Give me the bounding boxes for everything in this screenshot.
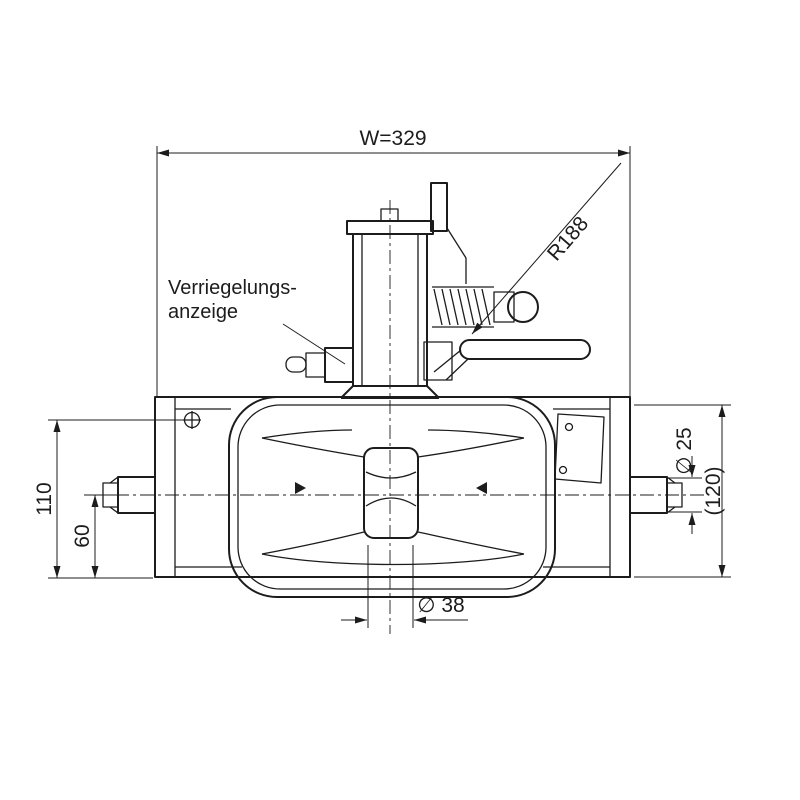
dimension-radius: R188 [471, 162, 622, 335]
locking-indicator-label-line1: Verriegelungs- [168, 277, 297, 299]
dimension-width-label: W=329 [359, 127, 426, 150]
dimension-110-label: 110 [33, 482, 56, 515]
centerlines [90, 200, 705, 634]
dimension-radius-label: R188 [543, 212, 593, 265]
funnel-mouth [228, 396, 556, 598]
dimension-overall-height: 110 [33, 419, 183, 579]
dimension-width: W=329 [156, 127, 631, 396]
coupling-body [102, 182, 683, 598]
dimension-dia38-label: ∅ 38 [417, 594, 465, 617]
locking-indicator-label-line2: anzeige [168, 301, 238, 323]
label-locking-indicator: Verriegelungs- anzeige [168, 277, 346, 365]
dimension-side-height: (120) [634, 404, 731, 578]
spring [432, 286, 539, 328]
right-pin [629, 476, 683, 514]
dimension-pin-diameter: ∅ 25 [669, 427, 702, 534]
dimension-60-label: 60 [71, 524, 94, 547]
dimension-120-label: (120) [702, 466, 725, 515]
dimension-lower-height: 60 [71, 494, 122, 578]
dimension-bore-diameter: ∅ 38 [341, 545, 468, 628]
detail-plate [554, 413, 605, 484]
dimension-dia25-label: ∅ 25 [673, 427, 696, 475]
hand-lever [423, 339, 591, 381]
locking-indicator-pin [285, 347, 354, 383]
mounting-plate [154, 396, 631, 578]
section-arrow-right [476, 482, 487, 494]
section-arrow-left [295, 482, 306, 494]
release-rod [430, 182, 467, 284]
